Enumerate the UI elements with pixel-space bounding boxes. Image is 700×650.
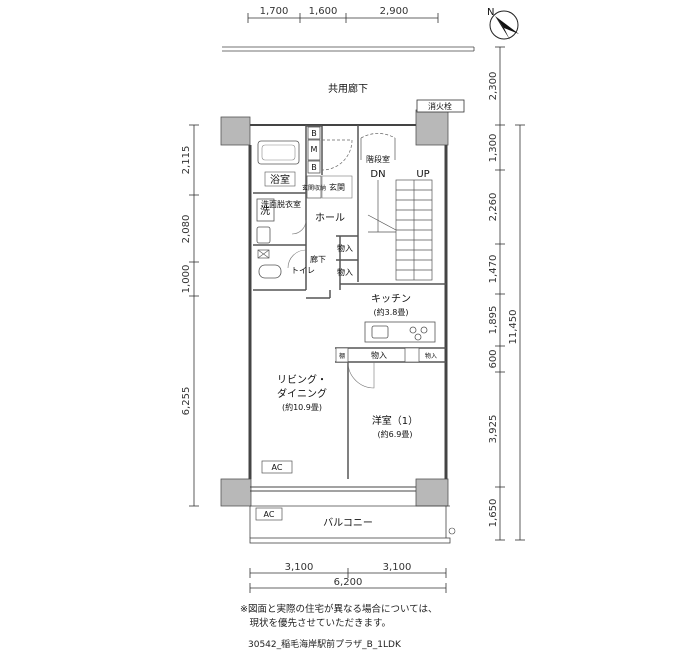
hall-label: ホール: [315, 212, 345, 224]
disclaimer-line-2: 現状を優先させていただきます。: [240, 618, 392, 629]
disclaimer-note: ※図面と実際の住宅が異なる場合については、 現状を優先させていただきます。: [240, 603, 438, 631]
mb-closet: [307, 126, 321, 174]
living-label-1: リビング・: [277, 373, 327, 386]
storage-label-1: 物入: [337, 243, 353, 253]
interior-walls: [253, 125, 446, 479]
right-dim-total: 11,450: [508, 310, 519, 345]
stair-down-label: DN: [370, 169, 385, 180]
right-dim-1: 2,300: [488, 72, 499, 101]
toilet-x-b: [257, 249, 270, 259]
bathtub: [257, 140, 300, 165]
right-dim-6: 600: [488, 349, 499, 368]
outer-walls: [248, 124, 448, 492]
right-dim-8: 1,650: [488, 499, 499, 528]
top-dimension: [247, 13, 439, 23]
left-dim-3: 1,000: [181, 265, 192, 294]
entrance-label: 玄関: [329, 182, 345, 192]
living-size: (約10.9畳): [282, 402, 322, 412]
left-dim-2: 2,080: [181, 215, 192, 244]
living-ac: [261, 460, 293, 474]
left-dim-4: 6,255: [181, 387, 192, 416]
bottom-dim-2: 3,100: [383, 562, 412, 573]
hydrant-box: [416, 99, 465, 113]
living-ac-label: AC: [272, 463, 283, 472]
hallway-label: 廊下: [310, 254, 326, 264]
disclaimer-line-1: ※図面と実際の住宅が異なる場合については、: [240, 604, 438, 615]
right-dimension: [495, 46, 525, 541]
entrance-door: [321, 139, 353, 171]
right-dim-2: 1,300: [488, 134, 499, 163]
toilet-label: トイレ: [291, 266, 315, 275]
stair-up-label: UP: [416, 169, 429, 180]
compass-letter: N: [487, 7, 494, 18]
balcony-ac: [255, 507, 283, 521]
right-dim-4: 1,470: [488, 255, 499, 284]
right-dim-7: 3,925: [488, 415, 499, 444]
washer-label: 洗: [260, 205, 270, 217]
balcony-ac-label: AC: [264, 510, 275, 519]
storage-label-3: 物入: [371, 350, 387, 360]
kitchen-label: キッチン: [371, 293, 411, 305]
washroom-door: [291, 219, 307, 235]
hydrant-label: 消火栓: [428, 101, 452, 111]
entrance-floor: [321, 175, 353, 199]
entrance-storage: [306, 175, 322, 199]
living-door: [347, 361, 375, 389]
bottom-dim-1: 3,100: [285, 562, 314, 573]
right-dim-3: 2,260: [488, 193, 499, 222]
shelf-box: [335, 347, 349, 363]
stair-label: 階段室: [366, 154, 390, 164]
compass-icon: [489, 10, 519, 40]
corridor-label: 共用廊下: [328, 82, 368, 95]
left-dim-1: 2,115: [181, 146, 192, 175]
right-dim-5: 1,895: [488, 306, 499, 335]
corridor-railing: [222, 46, 475, 52]
bath-label-box: [264, 171, 296, 187]
top-dim-3: 2,900: [380, 6, 409, 17]
bath-label: 浴室: [270, 173, 290, 186]
fridge-space: [404, 347, 420, 363]
stairwell: [360, 133, 433, 281]
plan-code: 30542_稲毛海岸駅前プラザ_B_1LDK: [248, 640, 401, 650]
mb-label-b: B: [311, 129, 317, 138]
top-dim-1: 1,700: [260, 6, 289, 17]
entrance-storage-label: 玄関収納: [302, 184, 326, 192]
mb-label-m: M: [311, 145, 318, 154]
storage-label-2: 物入: [337, 267, 353, 277]
toilet-door: [287, 249, 307, 269]
western-room-size: (約6.9畳): [378, 429, 413, 439]
bottom-dim-total: 6,200: [334, 577, 363, 588]
balcony-label: バルコニー: [323, 517, 373, 529]
bathtub-inner: [261, 144, 296, 161]
top-dim-2: 1,600: [309, 6, 338, 17]
mb-label-b2: B: [311, 163, 317, 172]
storage-label-4: 物入: [425, 352, 437, 360]
columns: [220, 109, 449, 507]
left-dimension: [189, 124, 199, 507]
vanity-sink: [256, 226, 271, 244]
bottom-dimension: [249, 568, 447, 593]
shelf-label: 棚: [339, 352, 345, 360]
living-label-2: ダイニング: [277, 387, 327, 400]
washer-box: [256, 198, 275, 222]
washroom-label: 洗面脱衣室: [261, 199, 301, 209]
toilet-bowl: [258, 264, 282, 279]
kitchen-counter: [364, 321, 436, 343]
western-room-label: 洋室（1）: [372, 414, 418, 427]
balcony: [249, 505, 456, 544]
kitchen-size: (約3.8畳): [374, 307, 409, 317]
